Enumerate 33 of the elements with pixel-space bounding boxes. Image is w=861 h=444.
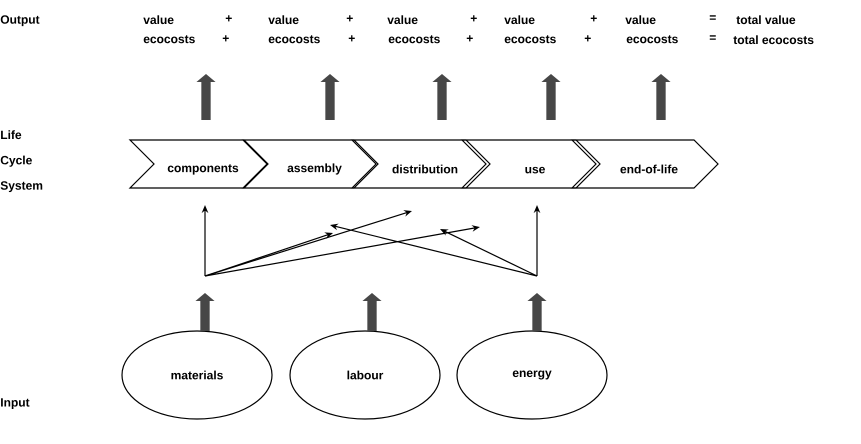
output-term: ecocosts <box>268 35 320 44</box>
output-term: total value <box>736 15 796 24</box>
chevron-box: distribution <box>350 139 491 189</box>
output-term: value <box>268 15 299 24</box>
output-term: value <box>143 15 174 24</box>
output-term: value <box>504 15 535 24</box>
output-term: + <box>222 35 229 42</box>
output-term: + <box>226 15 232 22</box>
output-term: ecocosts <box>504 35 556 44</box>
chevron-box: components <box>128 139 269 189</box>
ellipse-node: labour <box>289 330 441 420</box>
output-term: ecocosts <box>388 35 440 44</box>
chevron-box: assembly <box>242 139 379 189</box>
chevron-box: use <box>460 139 601 189</box>
chevron-box: end-of-life <box>570 139 719 189</box>
row-label: Output <box>0 15 40 26</box>
output-term: value <box>387 15 418 24</box>
ellipse-node: materials <box>121 330 273 420</box>
output-term: + <box>348 35 355 42</box>
ellipse-node: energy <box>456 330 608 420</box>
output-term: value <box>625 15 656 24</box>
output-term: + <box>470 15 477 22</box>
output-term: total ecocosts <box>733 35 814 44</box>
output-term: = <box>710 35 716 40</box>
output-term: = <box>710 15 716 20</box>
row-label: Input <box>1 398 30 410</box>
output-term: + <box>590 15 597 22</box>
row-label: Life Cycle System <box>0 130 42 192</box>
output-term: + <box>466 35 473 42</box>
output-term: + <box>346 15 353 22</box>
output-term: ecocosts <box>626 35 678 44</box>
output-term: ecocosts <box>144 35 195 44</box>
output-term: + <box>584 35 591 42</box>
